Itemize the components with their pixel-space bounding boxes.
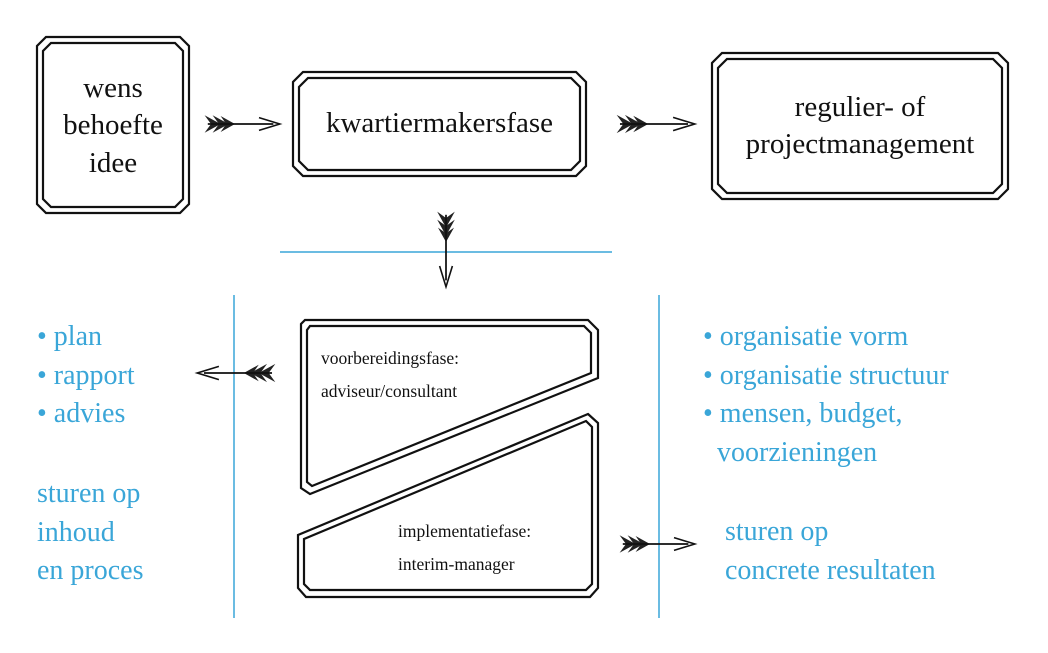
right-steering-text: sturen op concrete resultaten <box>725 513 936 590</box>
phase-shape-voorbereiding <box>299 318 600 496</box>
left-steering-text: sturen op inhoud en proces <box>37 475 144 591</box>
arrow-left-icon <box>196 362 277 384</box>
arrow-wens-to-kwartier-icon <box>203 114 281 134</box>
wens-line: wens <box>83 72 143 105</box>
bullet-advies: • advies <box>37 398 126 430</box>
steering-line: concrete resultaten <box>725 554 936 586</box>
bullet-plan: • plan <box>37 321 103 352</box>
phase-shape-implementatie <box>296 412 600 599</box>
steering-line: sturen op <box>725 516 829 547</box>
right-bullet-list: • organisatie vorm • organisatie structu… <box>703 318 949 473</box>
box-kwartiermakersfase <box>291 70 588 178</box>
kwartiermakersfase-label: kwartiermakersfase <box>299 80 580 168</box>
kwartier-text: kwartiermakersfase <box>325 107 554 140</box>
voorbereiding-role: adviseur/consultant <box>321 381 458 402</box>
steering-line: en proces <box>37 555 144 587</box>
behoefte-line: behoefte <box>63 109 163 142</box>
steering-line: inhoud <box>37 516 115 548</box>
implementatie-title: implementatiefase: <box>398 521 532 541</box>
bullet-organisatie-vorm: • organisatie vorm <box>703 321 909 352</box>
arrow-right-bottom-icon <box>618 534 696 554</box>
projectmanagement-line: projectmanagement <box>745 128 975 160</box>
box-regulier <box>710 51 1010 201</box>
idee-line: idee <box>88 146 138 179</box>
voorbereiding-title: voorbereidingsfase: <box>321 348 460 368</box>
bullet-organisatie-structuur: • organisatie structuur <box>703 359 949 391</box>
box-wens <box>35 35 191 215</box>
implementatiefase-label: implementatiefase: interim-manager <box>398 515 531 582</box>
regulier-box-label: regulier- of projectmanagement <box>718 62 1002 190</box>
regulier-line: regulier- of <box>794 90 926 123</box>
wens-box-label: wens behoefte idee <box>43 51 183 201</box>
implementatie-role: interim-manager <box>398 554 515 575</box>
bullet-rapport: • rapport <box>37 359 135 391</box>
bullet-mensen-budget: • mensen, budget, <box>703 398 903 430</box>
arrow-kwartier-to-regulier-icon <box>615 113 696 135</box>
bullet-voorzieningen: voorzieningen <box>703 436 878 468</box>
steering-line: sturen op <box>37 478 141 509</box>
arrow-down-icon <box>436 210 456 288</box>
left-bullet-list: • plan • rapport • advies <box>37 318 135 434</box>
voorbereidingsfase-label: voorbereidingsfase: adviseur/consultant <box>321 342 459 409</box>
